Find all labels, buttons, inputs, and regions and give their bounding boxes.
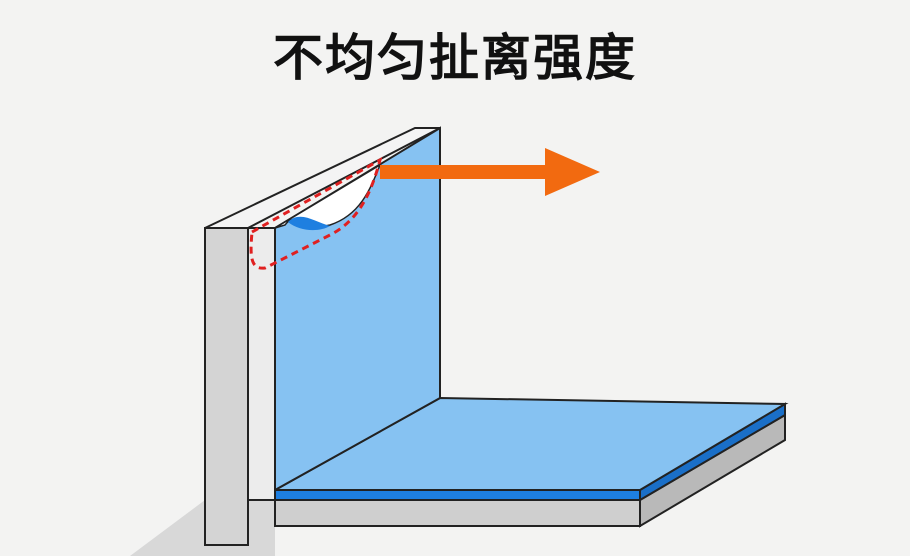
peeled-membrane-lip	[288, 216, 330, 231]
wall-front	[204, 227, 249, 546]
wall-side	[247, 227, 276, 501]
floor-slab-front	[274, 499, 641, 527]
pull-arrow-icon	[380, 148, 600, 196]
page-title: 不均匀扯离强度	[273, 29, 637, 87]
floor-membrane-edge	[274, 489, 641, 501]
ground-shadow	[130, 500, 275, 556]
